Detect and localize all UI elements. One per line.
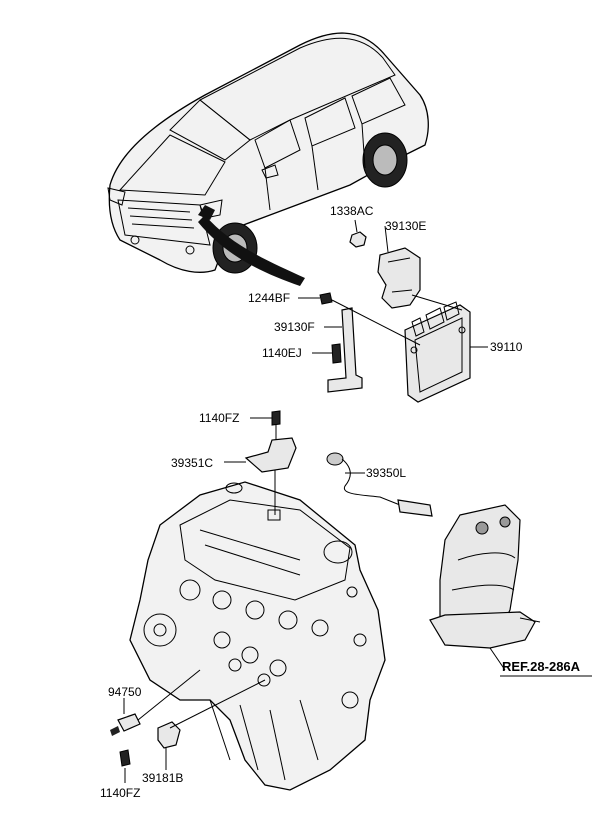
ecu-assembly: [319, 231, 471, 403]
label-1338AC[interactable]: 1338AC: [330, 204, 374, 218]
label-39130F[interactable]: 39130F: [274, 320, 315, 334]
knock-sensor-assembly: [110, 713, 181, 767]
engine-block: [129, 481, 386, 791]
label-1140EJ[interactable]: 1140EJ: [262, 346, 302, 360]
part-labels: 1338AC 39130E 1244BF 39130F 39110 1140EJ…: [100, 204, 581, 800]
label-1140FZ-bottom[interactable]: 1140FZ: [100, 786, 140, 800]
label-39351C[interactable]: 39351C: [171, 456, 213, 470]
label-39350L[interactable]: 39350L: [366, 466, 406, 480]
leader-lines: [123, 219, 506, 783]
oxygen-sensor-assembly: [244, 410, 433, 517]
label-1244BF[interactable]: 1244BF: [248, 291, 290, 305]
label-39130E[interactable]: 39130E: [385, 219, 426, 233]
vehicle-illustration: [107, 32, 429, 286]
label-94750[interactable]: 94750: [108, 685, 142, 699]
label-39181B[interactable]: 39181B: [142, 771, 183, 785]
catalytic-converter: [429, 504, 541, 649]
label-ref-28-286A[interactable]: REF.28-286A: [502, 659, 581, 674]
label-39110[interactable]: 39110: [490, 340, 523, 354]
label-1140FZ-top[interactable]: 1140FZ: [199, 411, 239, 425]
